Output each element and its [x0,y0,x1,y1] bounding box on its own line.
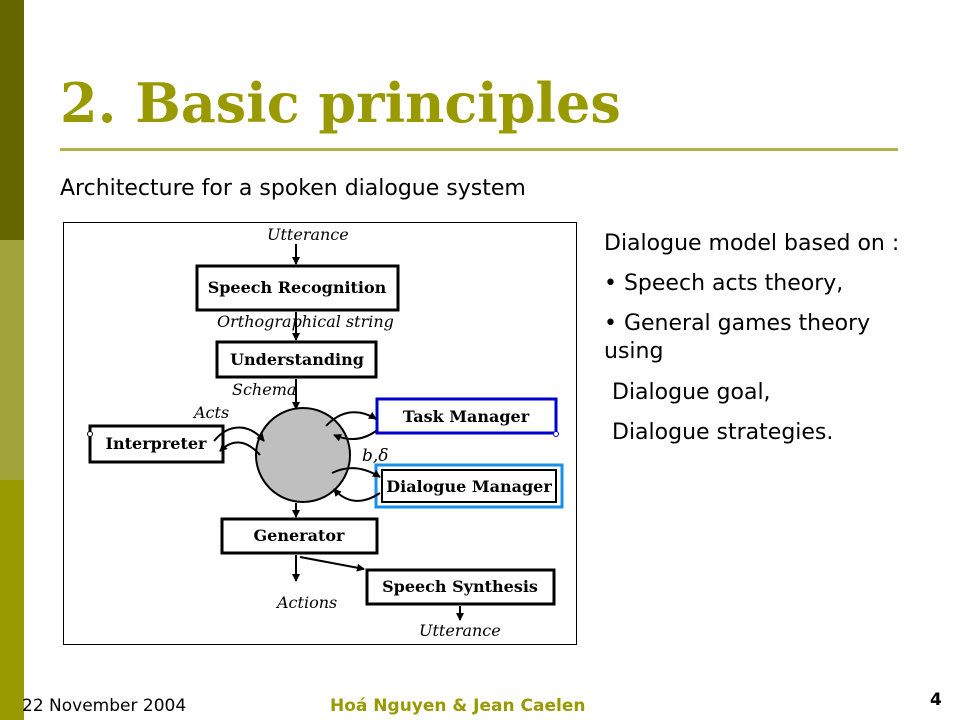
interpreter-handle [87,431,93,437]
side-sub-dialogue-strategies: Dialogue strategies. [612,419,834,445]
left-band-bottom [0,480,24,720]
label-b-delta: b,δ [362,446,389,466]
label-utterance-in: Utterance [267,225,349,244]
page-number: 4 [930,690,942,710]
box-speech-recognition-label: Speech Recognition [208,278,387,297]
side-sub-dialogue-goal: Dialogue goal, [612,379,771,405]
arrow-task-manager-to-hub [333,430,377,442]
label-schema: Schema [232,380,296,399]
arrow-dialogue-manager-to-hub [333,488,381,502]
left-band-top [0,0,24,240]
box-understanding-label: Understanding [230,350,364,369]
side-bullet-games-theory: • General games theory using [604,311,871,365]
box-generator [220,517,379,555]
box-speech-recognition [195,264,400,312]
box-interpreter-label: Interpreter [106,434,207,453]
label-actions: Actions [275,593,337,612]
dialogue-model-text: Dialogue model based on : • Speech acts … [604,230,934,459]
central-hub [255,407,351,503]
box-interpreter [88,424,225,464]
footer-authors: Hoá Nguyen & Jean Caelen [330,696,586,716]
arrow-interpreter-to-hub [213,426,265,442]
title-rule [60,148,898,151]
arrow-hub-to-dialogue-manager [331,467,381,478]
arrow-hub-to-interpreter [219,441,261,456]
arrow-hub-to-task-manager [325,411,377,427]
slide-subtitle: Architecture for a spoken dialogue syste… [60,176,526,201]
box-speech-synthesis [365,568,556,606]
diagram-canvas: Utterance Speech Recognition Orthographi… [87,225,564,640]
left-band-middle [0,240,24,480]
box-task-manager-label: Task Manager [403,407,530,426]
label-orthographical-string: Orthographical string [217,312,394,331]
box-dialogue-manager-label: Dialogue Manager [386,477,552,496]
box-speech-synthesis-label: Speech Synthesis [382,577,538,596]
box-dialogue-manager [381,469,557,503]
architecture-diagram: Utterance Speech Recognition Orthographi… [63,222,577,645]
label-acts: Acts [192,403,229,422]
arrow-generator-to-synthesis [299,556,365,572]
side-intro: Dialogue model based on : [604,231,900,256]
task-manager-handle [553,431,559,437]
box-task-manager [375,397,558,435]
footer-date: 22 November 2004 [22,696,187,716]
slide-title: 2. Basic principles [60,71,621,135]
side-bullet-speech-acts: • Speech acts theory, [604,271,844,297]
box-generator-label: Generator [254,526,346,545]
label-utterance-out: Utterance [419,621,501,640]
box-understanding [215,340,378,379]
